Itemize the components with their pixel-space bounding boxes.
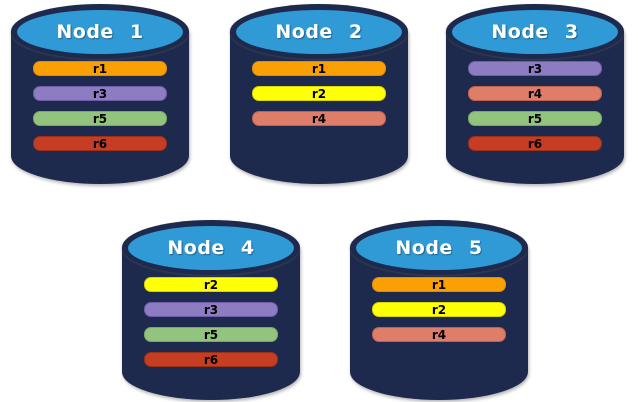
node-title: Node 5 [395, 237, 483, 259]
cylinder-top-face: Node 5 [356, 226, 522, 270]
replica-bar-r2: r2 [372, 302, 506, 317]
replica-label: r3 [92, 86, 108, 101]
replica-label: r1 [92, 61, 108, 76]
replica-bar-r4: r4 [468, 86, 602, 101]
replica-label: r5 [203, 327, 219, 342]
replica-list: r2 r3 r5 r6 [144, 277, 278, 367]
replica-bar-r4: r4 [372, 327, 506, 342]
replica-label: r6 [92, 136, 108, 151]
node-5-cylinder: Node 5 r1 r2 r4 [350, 220, 528, 400]
cylinder-top-face: Node 3 [452, 10, 618, 54]
replica-list: r1 r2 r4 [372, 277, 506, 342]
replica-list: r1 r2 r4 [252, 61, 386, 126]
replica-bar-r5: r5 [33, 111, 167, 126]
replica-bar-r6: r6 [144, 352, 278, 367]
replica-label: r1 [431, 277, 447, 292]
node-3-cylinder: Node 3 r3 r4 r5 r6 [446, 4, 624, 184]
replica-bar-r4: r4 [252, 111, 386, 126]
node-4-cylinder: Node 4 r2 r3 r5 r6 [122, 220, 300, 400]
replica-bar-r3: r3 [144, 302, 278, 317]
cylinder-top-face: Node 4 [128, 226, 294, 270]
replica-label: r6 [203, 352, 219, 367]
replica-label: r3 [527, 61, 543, 76]
replica-bar-r6: r6 [468, 136, 602, 151]
replica-list: r1 r3 r5 r6 [33, 61, 167, 151]
node-title: Node 1 [56, 21, 144, 43]
replica-label: r4 [431, 327, 447, 342]
node-1-cylinder: Node 1 r1 r3 r5 r6 [11, 4, 189, 184]
replica-bar-r1: r1 [33, 61, 167, 76]
replica-label: r3 [203, 302, 219, 317]
replica-bar-r2: r2 [144, 277, 278, 292]
replica-bar-r5: r5 [468, 111, 602, 126]
replica-label: r4 [527, 86, 543, 101]
replica-bar-r5: r5 [144, 327, 278, 342]
replica-bar-r2: r2 [252, 86, 386, 101]
replica-label: r5 [527, 111, 543, 126]
replica-bar-r1: r1 [372, 277, 506, 292]
replica-bar-r6: r6 [33, 136, 167, 151]
replica-label: r2 [431, 302, 447, 317]
replica-label: r5 [92, 111, 108, 126]
replica-bar-r3: r3 [468, 61, 602, 76]
node-2-cylinder: Node 2 r1 r2 r4 [230, 4, 408, 184]
node-title: Node 3 [491, 21, 579, 43]
replica-label: r1 [311, 61, 327, 76]
replica-label: r2 [311, 86, 327, 101]
replica-list: r3 r4 r5 r6 [468, 61, 602, 151]
replica-label: r4 [311, 111, 327, 126]
cylinder-top-face: Node 2 [236, 10, 402, 54]
replica-label: r6 [527, 136, 543, 151]
replica-label: r2 [203, 277, 219, 292]
replica-bar-r3: r3 [33, 86, 167, 101]
replica-bar-r1: r1 [252, 61, 386, 76]
node-title: Node 4 [167, 237, 255, 259]
node-title: Node 2 [275, 21, 363, 43]
cylinder-top-face: Node 1 [17, 10, 183, 54]
